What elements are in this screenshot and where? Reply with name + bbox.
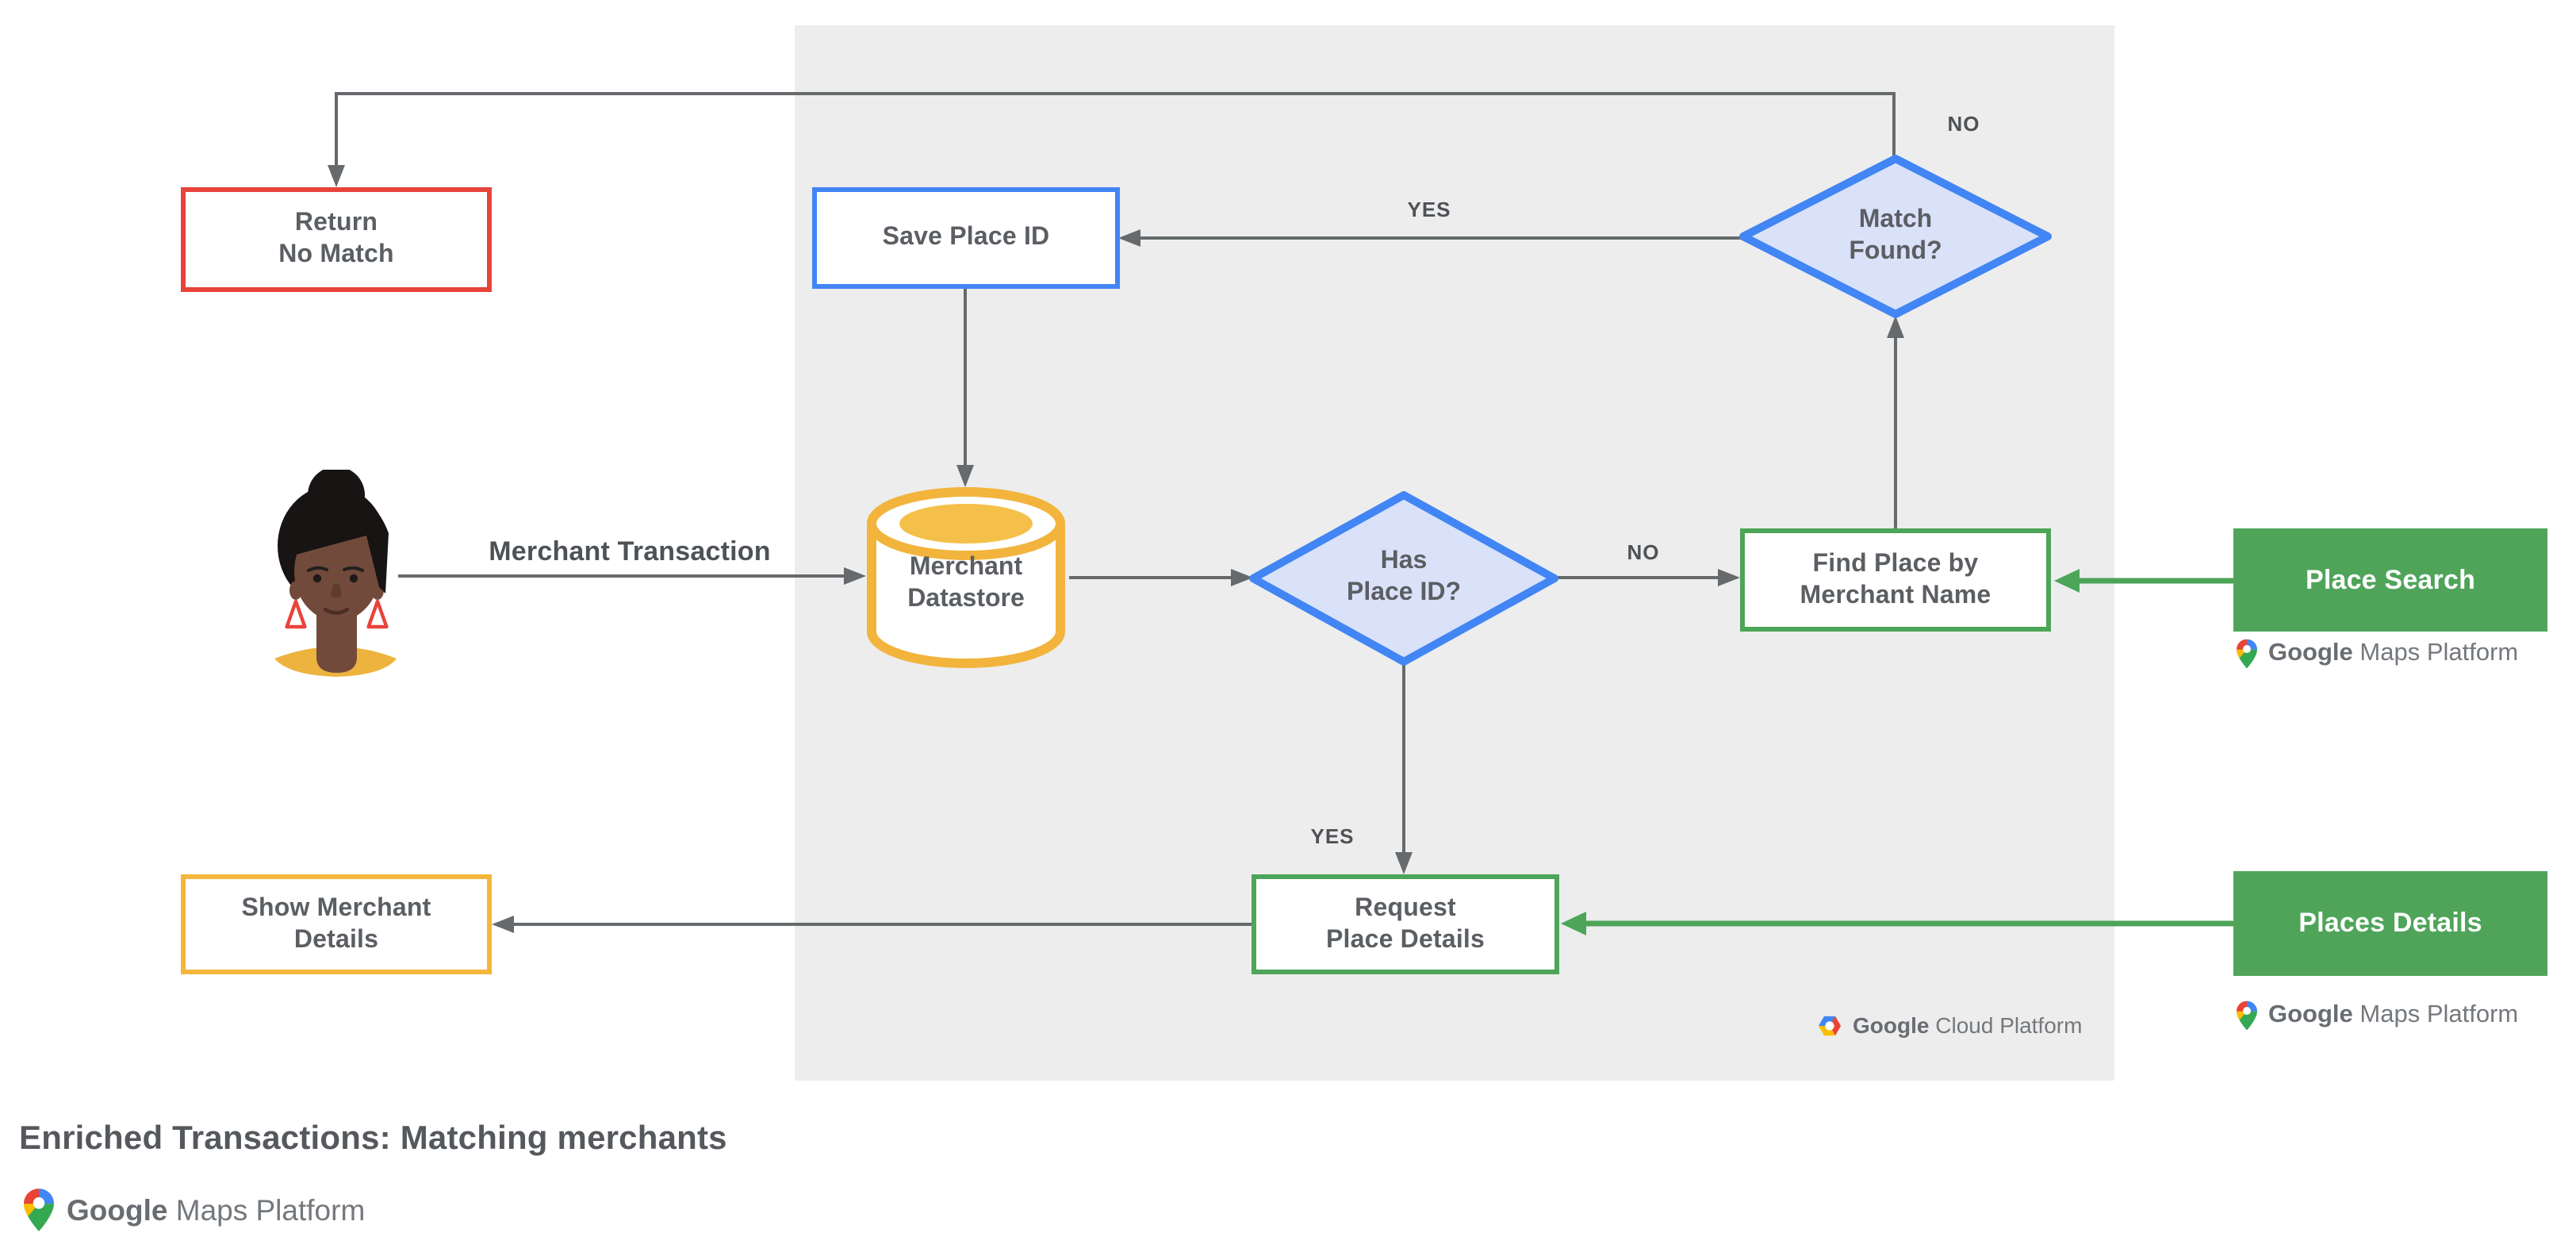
logo-google-text: Google xyxy=(2268,1001,2353,1028)
node-label: Find Place by xyxy=(1812,550,1979,577)
node-has-place-id-diamond xyxy=(1249,491,1558,666)
node-label: Place Details xyxy=(1325,926,1485,953)
node-label: Save Place ID xyxy=(882,224,1050,251)
node-label: Place Search xyxy=(2305,564,2476,594)
node-match-found-diamond xyxy=(1739,155,2052,318)
node-has-place-id-label: Has Place ID? xyxy=(1285,544,1523,611)
logo-product-text: Maps Platform xyxy=(2359,1001,2519,1028)
edge-label-has-no: NO xyxy=(1627,540,1660,564)
node-show-merchant-details: Show Merchant Details xyxy=(181,874,492,974)
edge-label-match-yes: YES xyxy=(1407,198,1451,221)
diagram-title: Enriched Transactions: Matching merchant… xyxy=(19,1120,727,1157)
node-merchant-datastore-cylinder xyxy=(867,487,1065,668)
consumer-avatar xyxy=(274,470,397,677)
node-label: Match xyxy=(1858,206,1933,233)
maps-pin-icon xyxy=(24,1189,54,1231)
node-label: Has xyxy=(1380,547,1428,574)
node-request-place-details: Request Place Details xyxy=(1252,874,1559,974)
node-return-no-match: Return No Match xyxy=(181,187,492,292)
google-maps-platform-logo: Google Maps Platform xyxy=(24,1189,365,1231)
node-match-found-label: Match Found? xyxy=(1777,203,2014,270)
google-maps-platform-logo: Google Maps Platform xyxy=(2237,638,2518,670)
logo-google-text: Google xyxy=(1853,1012,1930,1038)
maps-pin-icon xyxy=(2237,1000,2257,1031)
node-label: Datastore xyxy=(907,586,1025,613)
node-label: Merchant Name xyxy=(1800,582,1991,609)
node-label: No Match xyxy=(278,241,394,268)
node-find-place-by-merchant-name: Find Place by Merchant Name xyxy=(1740,528,2051,632)
logo-product-text: Cloud Platform xyxy=(1935,1012,2083,1038)
edge-label-match-no: NO xyxy=(1947,112,1980,136)
google-cloud-platform-logo: Google Cloud Platform xyxy=(1816,1012,2082,1038)
cloud-hexagon-icon xyxy=(1818,1015,1842,1035)
node-label: Merchant xyxy=(909,554,1023,581)
node-merchant-datastore-label: Merchant Datastore xyxy=(866,551,1066,617)
maps-pin-icon xyxy=(2237,639,2257,669)
logo-product-text: Maps Platform xyxy=(2359,639,2519,666)
logo-product-text: Maps Platform xyxy=(175,1192,366,1226)
node-save-place-id: Save Place ID xyxy=(812,187,1120,289)
node-label: Place ID? xyxy=(1346,579,1462,606)
edge-label-merchant-transaction: Merchant Transaction xyxy=(489,536,771,566)
node-place-search: Place Search xyxy=(2233,528,2547,632)
google-maps-platform-logo: Google Maps Platform xyxy=(2237,1000,2518,1031)
edge-label-has-yes: YES xyxy=(1310,824,1355,848)
node-label: Places Details xyxy=(2298,908,2482,938)
logo-google-text: Google xyxy=(67,1192,168,1226)
node-label: Details xyxy=(293,926,379,953)
node-label: Found? xyxy=(1849,238,1942,265)
node-label: Request xyxy=(1355,894,1456,921)
node-places-details: Places Details xyxy=(2233,871,2547,976)
node-label: Show Merchant xyxy=(241,894,431,921)
logo-google-text: Google xyxy=(2268,639,2353,666)
node-label: Return xyxy=(294,209,378,236)
